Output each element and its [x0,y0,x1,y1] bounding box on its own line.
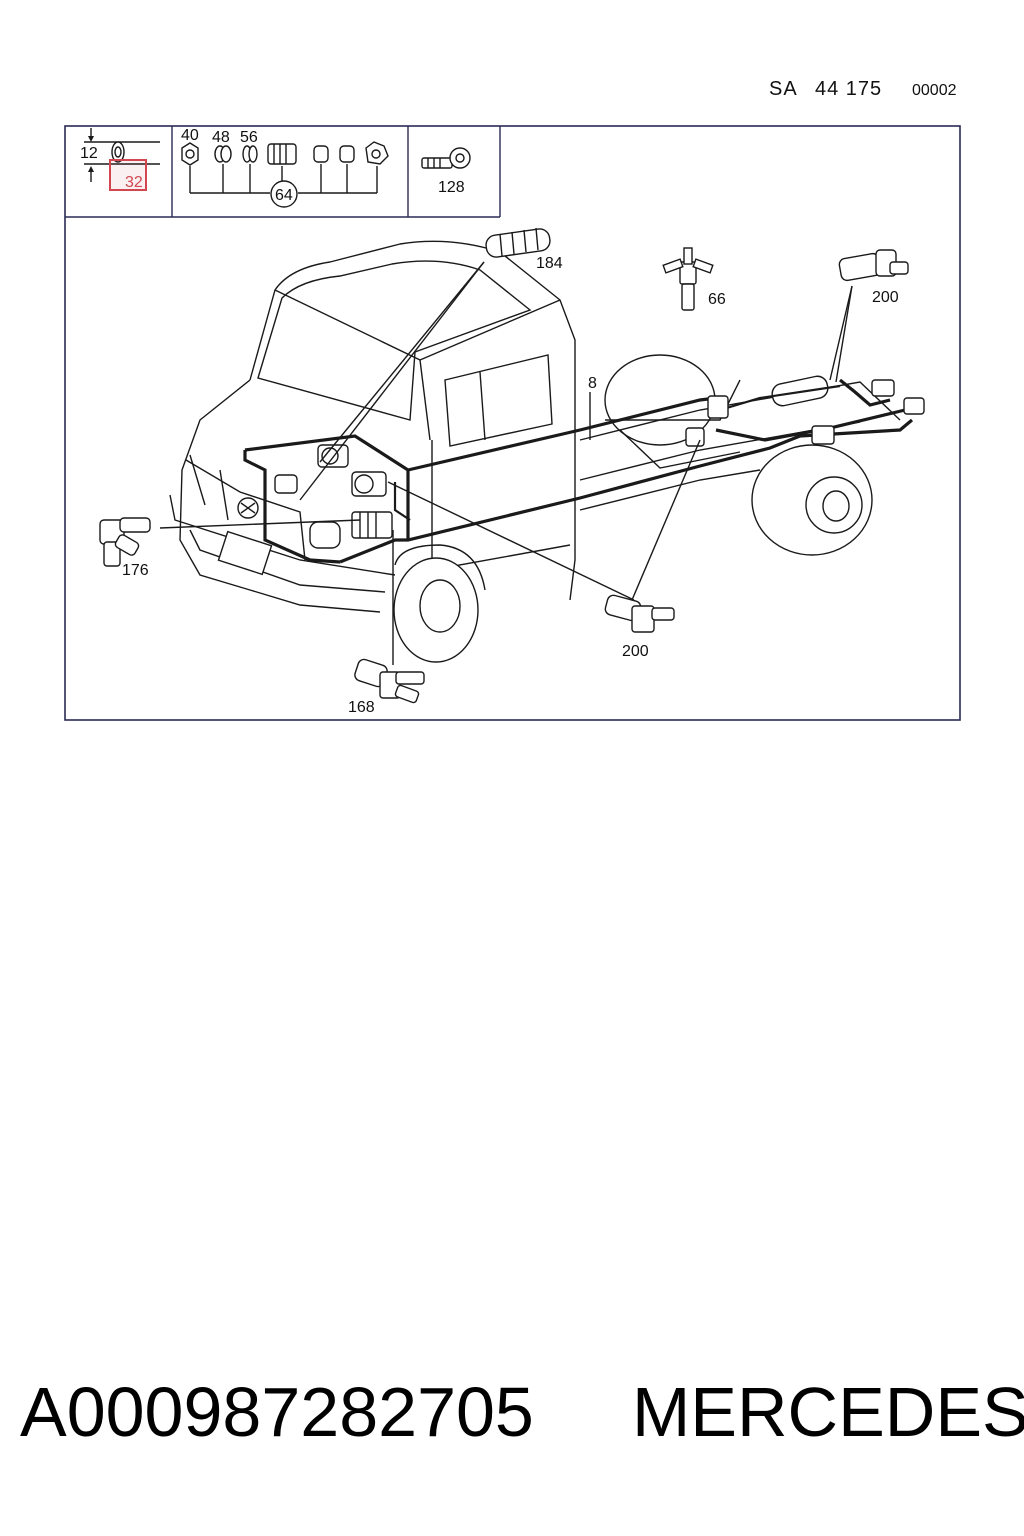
part-caption: A000987282705 MERCEDES [0,1372,1024,1482]
callout-184: 184 [536,255,563,272]
callout-200-top: 200 [872,289,899,306]
callout-32[interactable]: 32 [125,174,143,191]
callout-8: 8 [588,375,597,392]
leader-lines [159,261,853,665]
callout-40: 40 [181,127,199,144]
diagram-frame [64,125,961,721]
callout-66: 66 [708,291,726,308]
sheet-header: SA 44 175 00002 [0,74,1024,104]
callout-200-bottom: 200 [622,643,649,660]
sleeve-184 [485,227,551,258]
callout-176: 176 [122,562,149,579]
air-line-routing [243,378,914,564]
sa-number: 44 175 [815,78,883,100]
sheet-code: 00002 [912,82,957,99]
fittings-row [181,141,389,208]
elbow-200-top [838,249,909,282]
callout-128: 128 [438,179,465,196]
sa-prefix: SA [769,78,798,100]
callout-64: 64 [275,187,293,204]
callout-48: 48 [212,129,230,146]
washer-inset [84,128,160,182]
brand-name: MERCEDES [632,1373,1024,1451]
tee-connector-66 [662,247,714,311]
truck-drawing [169,240,901,663]
callout-12: 12 [80,145,98,162]
elbow-168 [354,658,425,704]
selected-callout-highlight [109,159,147,191]
banjo-bolt-inset [421,147,471,169]
valve-group [274,379,925,539]
part-number: A000987282705 [20,1373,534,1451]
callout-56: 56 [240,129,258,146]
elbow-200-bottom [604,594,675,633]
elbow-176 [99,517,151,567]
callout-168: 168 [348,699,375,716]
